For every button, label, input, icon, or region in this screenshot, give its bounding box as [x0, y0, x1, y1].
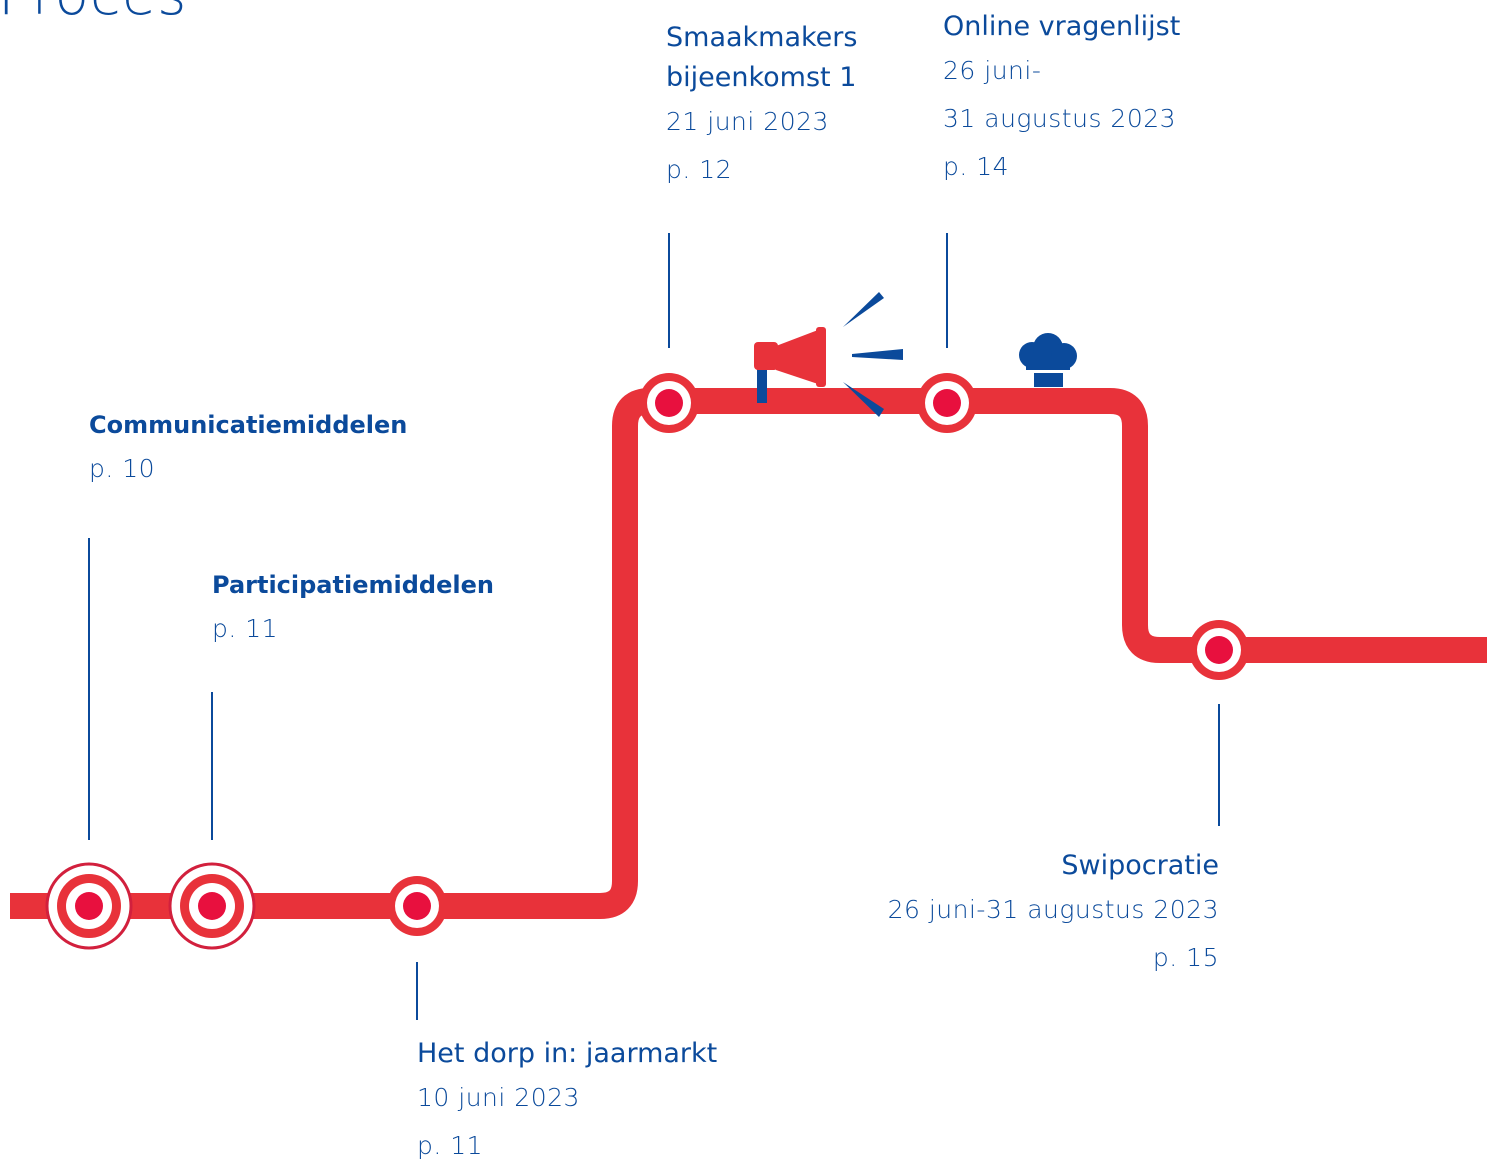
milestone-title: Participatiemiddelen [212, 571, 494, 599]
milestone-title: Swipocratie [1061, 850, 1219, 881]
milestone-participatiemiddelen: Participatiemiddelen p. 11 [212, 565, 494, 653]
station-participatiemiddelen [168, 862, 256, 950]
milestone-title: Het dorp in: jaarmarkt [417, 1038, 718, 1069]
milestone-swipocratie: Swipocratie 26 juni-31 augustus 2023 p. … [888, 846, 1219, 982]
milestone-title: Online vragenlijst [943, 11, 1181, 42]
megaphone-icon [754, 292, 903, 417]
milestone-title: Communicatiemiddelen [89, 411, 408, 439]
milestone-page: p. 11 [212, 614, 279, 643]
milestone-jaarmarkt: Het dorp in: jaarmarkt 10 juni 2023 p. 1… [417, 1034, 717, 1170]
milestone-page: p. 10 [89, 454, 156, 483]
milestone-date: 26 juni-31 augustus 2023 [887, 895, 1219, 924]
station-communicatiemiddelen [45, 862, 133, 950]
milestone-vragenlijst: Online vragenlijst 26 juni- 31 augustus … [943, 7, 1180, 191]
milestone-date-start: 26 juni- [943, 56, 1042, 85]
milestone-title-line-2: bijeenkomst 1 [666, 62, 857, 93]
milestone-page: p. 11 [417, 1131, 484, 1160]
milestone-smaakmakers: Smaakmakers bijeenkomst 1 21 juni 2023 p… [666, 18, 857, 194]
milestone-page: p. 14 [943, 152, 1010, 181]
milestone-page: p. 12 [666, 155, 733, 184]
station-vragenlijst [917, 373, 977, 433]
milestone-date: 21 juni 2023 [666, 107, 829, 136]
station-smaakmakers [639, 373, 699, 433]
chef-hat-icon [1019, 333, 1077, 387]
station-swipocratie [1189, 620, 1249, 680]
milestone-page: p. 15 [1152, 943, 1219, 972]
milestone-date-end: 31 augustus 2023 [943, 104, 1177, 133]
milestone-communicatiemiddelen: Communicatiemiddelen p. 10 [89, 405, 407, 493]
page-title: Proces [0, 0, 187, 24]
station-jaarmarkt [387, 876, 447, 936]
milestone-title-line-1: Smaakmakers [666, 22, 858, 53]
milestone-date: 10 juni 2023 [417, 1083, 580, 1112]
